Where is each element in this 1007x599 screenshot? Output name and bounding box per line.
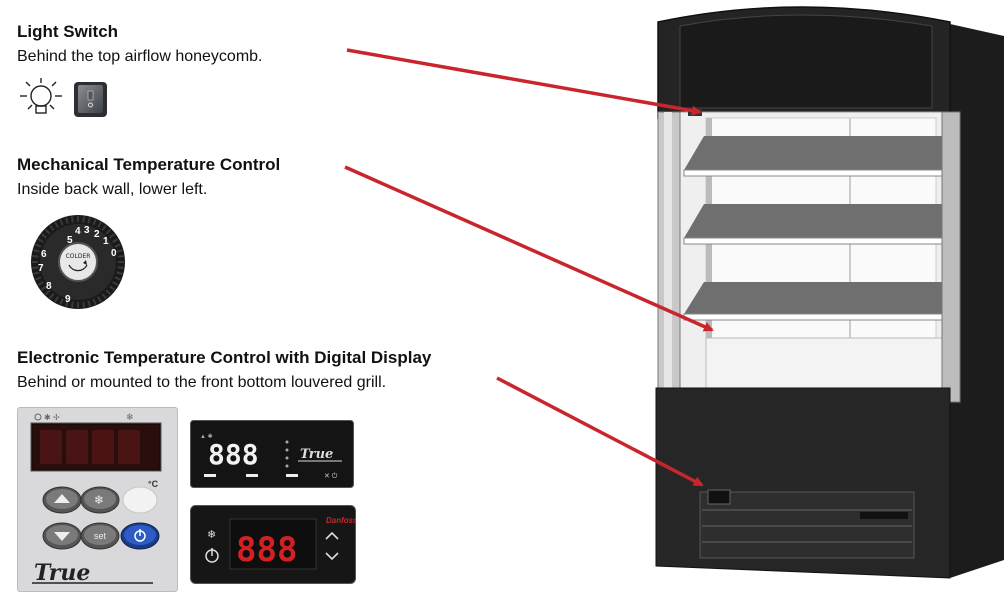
dial-ridge xyxy=(44,289,51,296)
svg-text:✱: ✱ xyxy=(44,413,51,422)
mechanical-control-arrow xyxy=(344,165,714,332)
electronic-control-arrow xyxy=(496,376,704,487)
electronic-control-description: Behind or mounted to the front bottom lo… xyxy=(17,374,387,391)
digit-readout: 888 xyxy=(208,438,259,471)
svg-text:✢: ✢ xyxy=(53,413,60,422)
dial-ridge xyxy=(49,293,55,300)
dial-ridge xyxy=(92,219,97,226)
temperature-dial: COLDER 5 4 3 2 1 0 6 7 8 9 xyxy=(31,215,125,309)
dial-ridge xyxy=(105,289,112,296)
dial-center-label: COLDER xyxy=(66,253,91,260)
dial-number: 0 xyxy=(111,248,117,259)
dial-ridge xyxy=(109,233,116,239)
light-bulb-icon xyxy=(20,78,62,114)
svg-text:❄: ❄ xyxy=(94,493,104,507)
dial-ridge xyxy=(35,243,42,248)
dial-number: 5 xyxy=(67,235,73,246)
unit-label: °C xyxy=(148,479,159,489)
dial-ridge xyxy=(114,276,121,281)
dial-ridge xyxy=(37,238,44,243)
dial-number: 9 xyxy=(65,294,71,305)
dial-ridge xyxy=(40,285,47,291)
brand-logo: Danfoss xyxy=(326,516,356,525)
dial-number: 8 xyxy=(46,281,52,292)
dial-ridge xyxy=(92,298,97,305)
dial-ridge xyxy=(33,249,40,253)
brand-logo: True xyxy=(300,447,333,462)
digit-readout: 888 xyxy=(236,530,297,570)
dial-ridge xyxy=(101,293,107,300)
dial-ridge xyxy=(33,271,40,275)
svg-text:✕ ⏻: ✕ ⏻ xyxy=(324,472,338,480)
rocker-switch-icon xyxy=(74,82,107,117)
dial-ridge xyxy=(82,216,85,223)
dial-ridge xyxy=(87,300,91,307)
dial-ridge xyxy=(54,221,59,228)
mechanical-control-description: Inside back wall, lower left. xyxy=(17,181,208,198)
light-switch-description: Behind the top airflow honeycomb. xyxy=(17,48,263,65)
dial-ridge xyxy=(105,228,112,235)
dial-ridge xyxy=(54,296,59,303)
dial-ridge xyxy=(116,249,123,253)
snowflake-icon: ❄ xyxy=(207,529,216,541)
dial-ridge xyxy=(32,266,39,269)
dial-number: 7 xyxy=(38,263,44,274)
dial-ridge xyxy=(112,238,119,243)
dial-ridge xyxy=(65,300,69,307)
dial-ridge xyxy=(116,271,123,275)
light-switch-heading: Light Switch xyxy=(17,22,119,41)
controller-digital-display-red: ❄ 888 Danfoss xyxy=(190,505,356,584)
dial-ridge xyxy=(35,276,42,281)
controller-keypad-panel: ✱ ✢ ❄ °C ❄ set True xyxy=(17,407,178,592)
electronic-control-heading: Electronic Temperature Control with Digi… xyxy=(17,348,432,367)
dial-ridge xyxy=(37,281,44,286)
dial-ridge xyxy=(44,228,51,235)
dial-ridge xyxy=(59,298,64,305)
snowflake-icon: ❄ xyxy=(126,412,134,422)
merchandiser-illustration xyxy=(655,6,1004,579)
dial-ridge xyxy=(71,216,74,223)
dial-ridge xyxy=(117,255,124,258)
brand-logo: True xyxy=(34,560,90,586)
dial-ridge xyxy=(97,221,102,228)
controller-digital-display-white: ▲ ✱ 888 True ✕ ⏻ xyxy=(190,420,354,488)
indicator-icons: ✱ ✢ ❄ xyxy=(34,412,134,422)
dial-ridge xyxy=(117,266,124,269)
dial-ridge xyxy=(114,243,121,248)
dial-ridge xyxy=(59,219,64,226)
dial-ridge xyxy=(32,255,39,258)
set-label: set xyxy=(94,531,107,541)
dial-ridge xyxy=(87,217,91,224)
dial-ridge xyxy=(71,301,74,308)
dial-ridge xyxy=(49,224,55,231)
dial-number: 2 xyxy=(94,229,100,240)
dial-ridge xyxy=(112,281,119,286)
dial-number: 6 xyxy=(41,249,47,260)
svg-text:▲ ✱: ▲ ✱ xyxy=(200,433,213,440)
dial-number: 4 xyxy=(75,226,81,237)
arrow-up-icon xyxy=(325,531,339,540)
dial-ridge xyxy=(97,296,102,303)
mechanical-control-heading: Mechanical Temperature Control xyxy=(17,155,281,174)
dial-ridge xyxy=(40,233,47,239)
dial-ridge xyxy=(109,285,116,291)
dial-ridge xyxy=(101,224,107,231)
dial-ridge xyxy=(82,301,85,308)
dial-number: 3 xyxy=(84,225,90,236)
arrow-down-icon xyxy=(325,552,339,561)
dial-number: 1 xyxy=(103,236,109,247)
light-switch-arrow xyxy=(346,48,702,116)
dial-ridge xyxy=(65,217,69,224)
